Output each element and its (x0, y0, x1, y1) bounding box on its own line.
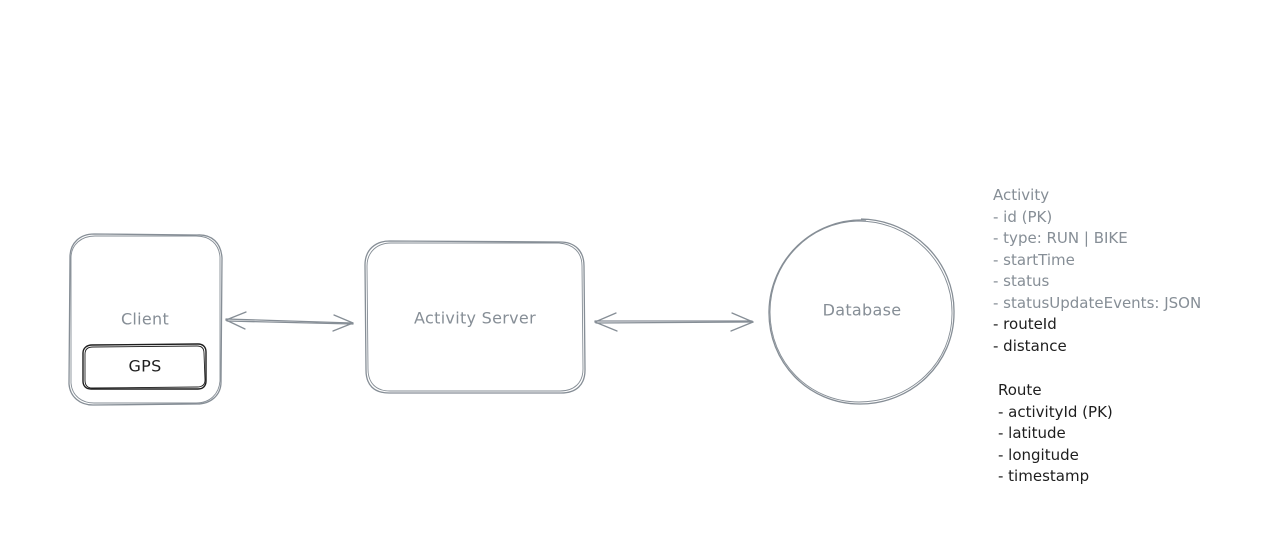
route-field: - latitude (998, 424, 1066, 442)
gps-box[interactable] (82, 343, 207, 390)
activity-field: - statusUpdateEvents: JSON (993, 293, 1202, 312)
client-box-sketch (70, 235, 221, 404)
activity-field: - startTime (993, 250, 1075, 269)
activity-server-box-sketch (366, 242, 584, 392)
arrow-client-server[interactable] (225, 311, 354, 332)
client-box[interactable] (68, 233, 223, 406)
activity-field: - id (PK) (993, 207, 1053, 226)
route-field: - timestamp (998, 467, 1090, 485)
activity-server-box[interactable] (364, 240, 586, 394)
gps-label: GPS (128, 356, 162, 376)
activity-field: - status (993, 272, 1050, 290)
activity-server-label: Activity Server (414, 308, 536, 328)
route-field: - activityId (PK) (998, 402, 1113, 421)
arrow-server-database[interactable] (594, 312, 754, 332)
database-circle[interactable] (768, 218, 955, 405)
database-label: Database (822, 300, 902, 320)
activity-added-field: - distance (993, 336, 1067, 355)
database-circle-sketch (769, 220, 953, 403)
route-field: - longitude (998, 445, 1079, 464)
route-schema-title: Route (998, 381, 1042, 399)
activity-added-field: - routeId (993, 315, 1057, 333)
route-schema: Route - activityId (PK) - latitude - lon… (998, 380, 1113, 488)
client-label: Client (120, 309, 170, 329)
activity-field: - type: RUN | BIKE (993, 229, 1128, 247)
activity-schema: Activity - id (PK) - type: RUN | BIKE - … (993, 185, 1201, 357)
activity-schema-title: Activity (993, 186, 1050, 204)
gps-box-sketch (84, 345, 206, 389)
